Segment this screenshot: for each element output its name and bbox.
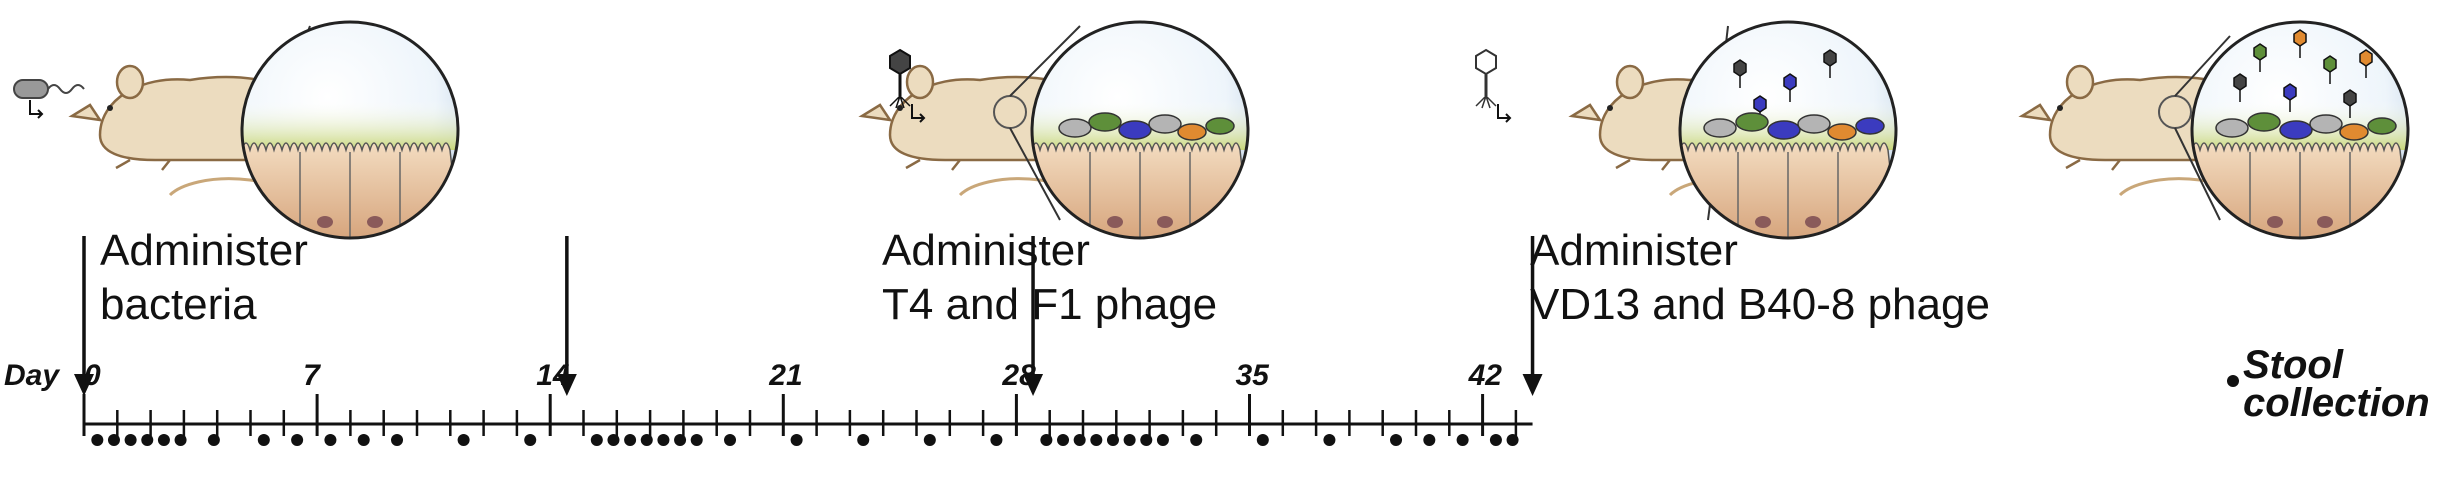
event-label-vd13-b40-8-phage: Administer VD13 and B40-8 phage: [1530, 224, 1990, 332]
day-tick-label: 14: [536, 359, 570, 392]
zoom-inset-4: [2158, 20, 2410, 240]
stool-collection-dot: [1489, 434, 1502, 446]
stool-collection-dot: [1057, 434, 1070, 446]
stool-collection-dot: [1390, 434, 1403, 446]
stool-collection-dot: [1423, 434, 1436, 446]
stool-collection-dot: [1456, 434, 1469, 446]
legend-dot-icon: [2227, 375, 2239, 387]
stool-collection-dot: [324, 434, 337, 446]
stool-collection-dot: [291, 434, 304, 446]
day-tick-label: 35: [1236, 359, 1271, 392]
phage-icon: [1475, 48, 1512, 123]
stool-collection-dot: [690, 434, 703, 446]
stool-collection-dot: [1073, 434, 1086, 446]
stool-collection-dot: [207, 434, 220, 446]
day-tick-label: 7: [303, 359, 321, 392]
day-axis-label: Day: [4, 359, 60, 392]
zoom-inset-3: [1678, 20, 1898, 240]
event-label-line2: T4 and F1 phage: [882, 280, 1218, 329]
zoom-inset-1: [240, 20, 460, 240]
zoom-inset-2: [993, 20, 1250, 240]
event-arrowhead-icon: [556, 374, 577, 396]
day-tick-label: 21: [768, 359, 802, 392]
legend-stool-line1: Stool: [2243, 343, 2344, 387]
stool-collection-dot: [1040, 434, 1053, 446]
stool-collection-dot: [657, 434, 670, 446]
event-arrowhead-icon: [74, 374, 94, 396]
stool-collection-dot: [923, 434, 936, 446]
day-tick-label: 28: [1001, 359, 1036, 392]
event-arrows: [74, 236, 1543, 396]
stool-collection-dot: [674, 434, 687, 446]
stool-collection-dot: [990, 434, 1003, 446]
day-tick-labels: 0 7 14 21 28 35 42: [84, 359, 1502, 392]
event-label-line2: VD13 and B40-8 phage: [1530, 280, 1990, 329]
stool-collection-dot: [457, 434, 470, 446]
stool-collection-dot: [790, 434, 803, 446]
stool-collection-dot: [124, 434, 137, 446]
stool-collection-dots: [91, 434, 1519, 446]
stool-collection-dot: [1106, 434, 1119, 446]
event-label-line1: Administer: [882, 226, 1090, 275]
stool-collection-dot: [1190, 434, 1203, 446]
event-label-bacteria: Administer bacteria: [100, 224, 308, 332]
stool-collection-dot: [1123, 434, 1136, 446]
stool-collection-dot: [624, 434, 637, 446]
stool-collection-dot: [1323, 434, 1336, 446]
day-tick-label: 0: [84, 359, 101, 392]
phage-icon: [889, 48, 926, 123]
stool-collection-dot: [1256, 434, 1269, 446]
stool-collection-dot: [524, 434, 537, 446]
event-arrowhead-icon: [1522, 374, 1543, 396]
day-tick-label: 42: [1468, 359, 1503, 392]
event-label-line1: Administer: [100, 226, 308, 275]
stool-collection-dot: [157, 434, 170, 446]
timeline-axis: [82, 394, 1533, 436]
stool-collection-dot: [91, 434, 104, 446]
stool-collection-dot: [174, 434, 187, 446]
stool-collection-dot: [1156, 434, 1169, 446]
stool-collection-dot: [107, 434, 120, 446]
stool-collection-dot: [257, 434, 270, 446]
stool-collection-dot: [1090, 434, 1103, 446]
event-label-line2: bacteria: [100, 280, 257, 329]
stool-collection-dot: [724, 434, 737, 446]
legend-stool-line2: collection: [2243, 381, 2430, 425]
event-arrowhead-icon: [1023, 374, 1044, 396]
stool-collection-dot: [391, 434, 404, 446]
stool-collection-dot: [141, 434, 154, 446]
event-label-line1: Administer: [1530, 226, 1738, 275]
bacterium-icon: [13, 79, 85, 119]
stool-collection-dot: [640, 434, 653, 446]
event-label-t4-f1-phage: Administer T4 and F1 phage: [882, 224, 1217, 332]
stool-collection-dot: [1140, 434, 1153, 446]
stool-collection-dot: [357, 434, 370, 446]
stool-collection-dot: [857, 434, 870, 446]
stool-collection-dot: [590, 434, 603, 446]
stool-collection-dot: [607, 434, 620, 446]
stool-collection-dot: [1506, 434, 1519, 446]
